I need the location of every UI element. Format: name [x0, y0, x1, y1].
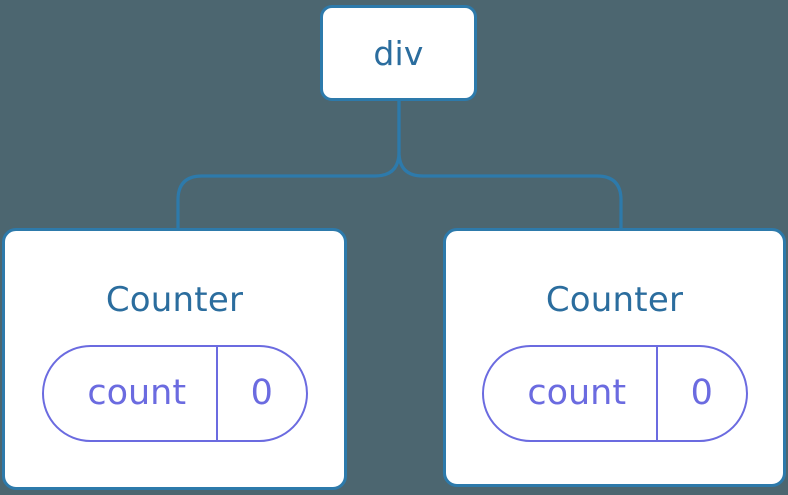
state-value-label: 0: [655, 347, 746, 440]
state-value-label: 0: [215, 347, 306, 440]
connector-to-counter-left: [176, 98, 401, 232]
state-pill-counter-left: count 0: [41, 345, 308, 442]
node-div[interactable]: div: [320, 5, 477, 101]
node-counter-right[interactable]: Counter count 0: [443, 228, 786, 487]
node-div-label: div: [373, 33, 424, 73]
node-counter-right-label: Counter: [545, 280, 684, 320]
node-counter-left-label: Counter: [105, 280, 244, 320]
node-counter-left[interactable]: Counter count 0: [2, 228, 347, 490]
connector-to-counter-right: [397, 98, 623, 232]
state-pill-counter-right: count 0: [481, 345, 748, 442]
state-key-label: count: [527, 373, 627, 413]
state-key-label: count: [87, 373, 187, 413]
